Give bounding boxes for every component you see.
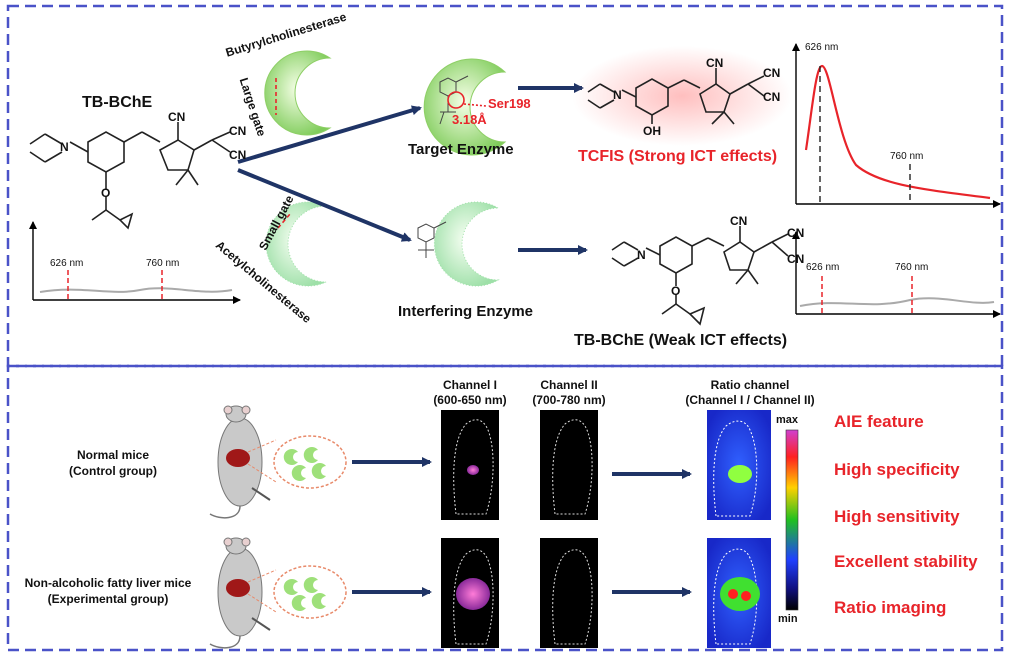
atom-n-tcfis: N xyxy=(613,88,622,102)
nafld-mice-title: Non-alcoholic fatty liver mice xyxy=(24,576,192,590)
spectrum-weak-626: 626 nm xyxy=(806,262,840,273)
spectrum-weak-760: 760 nm xyxy=(895,262,929,273)
feature-5: Ratio imaging xyxy=(834,598,947,617)
atom-cn-tcfis-1: CN xyxy=(706,56,724,70)
atom-oh-tcfis: OH xyxy=(643,124,661,138)
target-enzyme-label: Target Enzyme xyxy=(408,141,514,158)
atom-o-left: O xyxy=(101,186,111,200)
spectrum-weak xyxy=(792,231,1001,318)
normal-mice-sub: (Control group) xyxy=(69,464,157,478)
target-enzyme-icon xyxy=(423,58,507,156)
spectrum-strong-626: 626 nm xyxy=(805,42,839,53)
probe-title: TB-BChE xyxy=(82,94,153,111)
atom-cn-weak-2: CN xyxy=(787,226,805,240)
image-ch2-nafld xyxy=(540,538,598,648)
spectrum-left-760: 760 nm xyxy=(146,258,180,269)
ratio-title: Ratio channel xyxy=(710,378,790,392)
bottom-panel-frame xyxy=(6,364,1004,652)
color-scale-bar xyxy=(785,429,799,611)
ratio-sub: (Channel I / Channel II) xyxy=(685,393,815,407)
feature-1: AIE feature xyxy=(834,412,924,431)
interfering-enzyme-label: Interfering Enzyme xyxy=(398,303,534,320)
image-ratio-nafld xyxy=(707,538,771,648)
scale-max-label: max xyxy=(776,414,799,426)
arrow-to-target xyxy=(237,105,422,164)
image-ch2-normal xyxy=(540,410,598,520)
mouse-illustration-normal xyxy=(209,405,347,519)
tcfis-label: TCFIS (Strong ICT effects) xyxy=(578,148,778,165)
atom-cn-tcfis-3: CN xyxy=(763,90,781,104)
tb-bche-structure-right xyxy=(611,226,789,326)
spectrum-strong-760: 760 nm xyxy=(890,151,924,162)
feature-2: High specificity xyxy=(834,460,960,479)
channel2-title: Channel II xyxy=(540,378,598,392)
spectrum-strong xyxy=(792,43,1001,208)
spectrum-left-626: 626 nm xyxy=(50,258,84,269)
spectrum-left xyxy=(29,221,241,304)
interfering-enzyme-icon xyxy=(417,201,500,287)
atom-cn-left-1: CN xyxy=(168,110,186,124)
atom-cn-weak-3: CN xyxy=(787,252,805,266)
normal-mice-title: Normal mice xyxy=(76,448,150,462)
image-ch1-normal xyxy=(441,410,499,520)
channel1-range: (600-650 nm) xyxy=(433,393,507,407)
atom-cn-weak-1: CN xyxy=(730,214,748,228)
image-ch1-nafld xyxy=(441,538,499,648)
mouse-illustration-nafld xyxy=(209,537,347,649)
atom-o-weak: O xyxy=(671,284,681,298)
channel1-title: Channel I xyxy=(442,378,497,392)
arrow-to-interfering xyxy=(237,168,412,242)
channel2-range: (700-780 nm) xyxy=(532,393,606,407)
atom-n-left: N xyxy=(60,140,69,154)
atom-cn-left-2: CN xyxy=(229,124,247,138)
bche-enzyme-icon xyxy=(264,50,332,136)
tcfis-structure xyxy=(572,46,792,146)
image-ratio-normal xyxy=(707,410,771,520)
ser198-label: Ser198 xyxy=(488,96,531,111)
feature-4: Excellent stability xyxy=(834,552,978,571)
tb-bche-weak-label: TB-BChE (Weak ICT effects) xyxy=(574,332,788,349)
scale-min-label: min xyxy=(778,613,798,625)
top-panel-frame xyxy=(6,4,1004,368)
nafld-mice-sub: (Experimental group) xyxy=(47,592,169,606)
atom-cn-left-3: CN xyxy=(229,148,247,162)
tb-bche-structure-left xyxy=(29,122,231,230)
atom-n-weak: N xyxy=(637,248,646,262)
feature-3: High sensitivity xyxy=(834,507,960,526)
ache-enzyme-icon xyxy=(265,201,327,287)
atom-cn-tcfis-2: CN xyxy=(763,66,781,80)
distance-label: 3.18Å xyxy=(452,112,487,127)
